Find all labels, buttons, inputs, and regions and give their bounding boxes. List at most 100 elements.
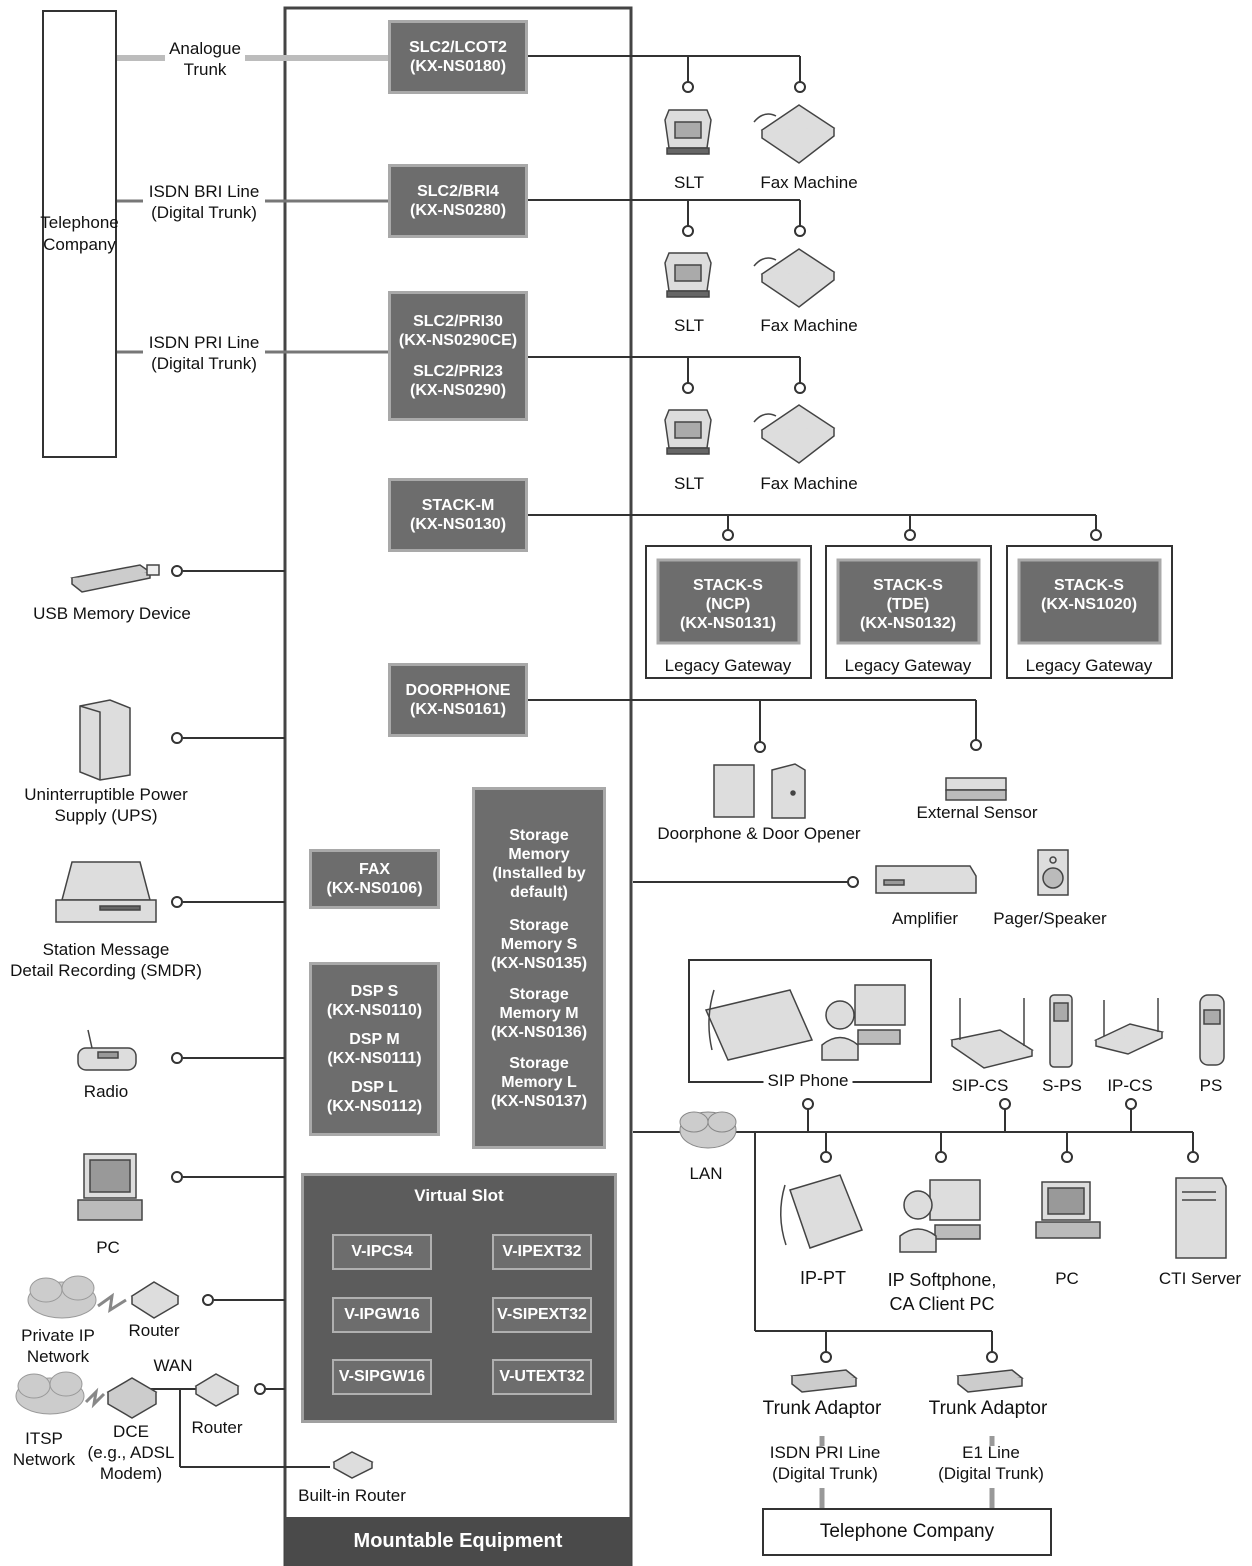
card-doorphone: DOORPHONE (KX-NS0161) <box>388 663 528 737</box>
pri-line2: (Digital Trunk) <box>151 354 257 373</box>
speaker-icon <box>1037 849 1069 896</box>
fax-machine-label: Fax Machine <box>760 173 858 192</box>
private-ip-line1: Private IP <box>21 1326 95 1345</box>
stack-model: (KX-NS0131) <box>679 615 777 632</box>
fax-machine-icon <box>753 104 836 464</box>
storage-m: Storage <box>509 985 569 1003</box>
wan-label: WAN <box>153 1356 193 1375</box>
stack-type: (TDE) <box>886 596 930 613</box>
dce-line2: (e.g., ADSL <box>87 1443 175 1462</box>
card-name: SLC2/LCOT2 <box>409 39 507 56</box>
slt-label: SLT <box>674 173 704 192</box>
stack-s-ncp: STACK-S (NCP) (KX-NS0131) <box>680 576 776 633</box>
sip-phone-icon <box>704 984 906 1061</box>
ta2-line-label: E1 Line (Digital Trunk) <box>938 1442 1044 1484</box>
card-slc-lcot2: SLC2/LCOT2 (KX-NS0180) <box>388 20 528 94</box>
router-label: Router <box>191 1418 243 1437</box>
card-name: SLC2/BRI4 <box>417 183 499 200</box>
ta2-line2: (Digital Trunk) <box>938 1464 1044 1483</box>
dsp-m: DSP M <box>349 1031 400 1048</box>
v-ipext32: V-IPEXT32 <box>492 1234 592 1270</box>
radio-label: Radio <box>83 1082 129 1101</box>
pc-icon <box>1035 1181 1101 1239</box>
left-telephone-company: Telephone Company <box>40 10 119 458</box>
bri-line1: ISDN BRI Line <box>148 182 260 201</box>
card-name: STACK-M <box>421 497 495 514</box>
storage-s-model: (KX-NS0135) <box>490 954 588 972</box>
analogue-line2: Trunk <box>183 60 227 79</box>
bri-line2: (Digital Trunk) <box>151 203 257 222</box>
mountable-frame <box>283 6 633 1566</box>
ta1-line1: ISDN PRI Line <box>769 1443 881 1462</box>
mountable-equipment-label: Mountable Equipment <box>285 1517 631 1566</box>
doorphone-opener-label: Doorphone & Door Opener <box>657 824 861 843</box>
storage-m-model: (KX-NS0136) <box>490 1023 588 1041</box>
card-model: (KX-NS0180) <box>409 58 507 75</box>
stack-name: STACK-S <box>873 577 943 594</box>
card-name: DOORPHONE <box>405 682 511 699</box>
card-model: (KX-NS0290CE) <box>398 332 518 349</box>
softphone-label: IP Softphone, CA Client PC <box>888 1268 997 1316</box>
storage-default: Storage <box>509 826 569 844</box>
trunk-adaptor-label: Trunk Adaptor <box>762 1398 882 1419</box>
analogue-line1: Analogue <box>169 39 241 58</box>
storage-l: Storage <box>509 1054 569 1072</box>
v-ipgw16: V-IPGW16 <box>332 1297 432 1333</box>
card-name: SLC2/PRI30 <box>413 313 503 330</box>
dsp-l-model: (KX-NS0112) <box>326 1098 423 1115</box>
smdr-label: Station Message Detail Recording (SMDR) <box>10 939 202 981</box>
itsp-line1: ITSP <box>25 1429 63 1448</box>
ps-label: PS <box>1199 1076 1223 1095</box>
card-name: SLC2/PRI23 <box>413 363 503 380</box>
dce-line1: DCE <box>113 1422 149 1441</box>
sip-cs-label: SIP-CS <box>951 1076 1009 1095</box>
card-slc-bri4: SLC2/BRI4 (KX-NS0280) <box>388 164 528 238</box>
dsp-s: DSP S <box>350 983 399 1000</box>
smdr-line2: Detail Recording (SMDR) <box>10 961 202 980</box>
slt-label: SLT <box>674 316 704 335</box>
storage-l-2: Memory L <box>501 1073 577 1091</box>
legacy-gateway-label: Legacy Gateway <box>1021 656 1157 676</box>
ta1-line-label: ISDN PRI Line (Digital Trunk) <box>770 1442 881 1484</box>
left-telco-line1: Telephone <box>40 213 119 232</box>
stack-s-ns1020: STACK-S (KX-NS1020) <box>1041 576 1137 614</box>
stack-model: (KX-NS0132) <box>859 615 957 632</box>
card-model: (KX-NS0280) <box>409 202 507 219</box>
pri-line1: ISDN PRI Line <box>148 333 260 352</box>
itsp-cloud-icon <box>15 1371 85 1415</box>
lan-label: LAN <box>689 1164 723 1183</box>
pc-left-icon <box>77 1153 143 1221</box>
itsp-label: ITSP Network <box>13 1428 75 1470</box>
card-model: (KX-NS0130) <box>409 516 507 533</box>
trunk-adaptor-label: Trunk Adaptor <box>928 1398 1048 1419</box>
s-ps-label: S-PS <box>1042 1076 1082 1095</box>
left-telco-line2: Company <box>43 235 116 254</box>
softphone-line1: IP Softphone, <box>887 1270 997 1290</box>
card-fax: FAX (KX-NS0106) <box>309 849 440 909</box>
external-sensor-label: External Sensor <box>916 803 1038 822</box>
card-storage-memory: Storage Memory (Installed by default) St… <box>472 787 606 1149</box>
amplifier-label: Amplifier <box>891 909 959 928</box>
ups-line2: Supply (UPS) <box>54 806 158 825</box>
private-ip-cloud-icon <box>27 1275 97 1319</box>
dce-modem-icon <box>106 1377 158 1419</box>
v-sipgw16: V-SIPGW16 <box>332 1359 432 1395</box>
card-slc-pri: SLC2/PRI30 (KX-NS0290CE) SLC2/PRI23 (KX-… <box>388 291 528 421</box>
storage-l-model: (KX-NS0137) <box>490 1092 588 1110</box>
ups-icon <box>79 699 131 781</box>
legacy-gateway-label: Legacy Gateway <box>660 656 796 676</box>
dce-label: DCE (e.g., ADSL Modem) <box>88 1421 175 1484</box>
smdr-printer-icon <box>55 861 157 923</box>
card-model: (KX-NS0161) <box>409 701 507 718</box>
card-stack-m: STACK-M (KX-NS0130) <box>388 478 528 552</box>
pri-trunk-label: ISDN PRI Line (Digital Trunk) <box>149 332 260 374</box>
legacy-gateway-label: Legacy Gateway <box>840 656 976 676</box>
usb-memory-label: USB Memory Device <box>33 604 191 623</box>
pager-speaker-label: Pager/Speaker <box>993 909 1107 928</box>
storage-default-2: Memory <box>508 845 570 863</box>
doorphone-icon <box>713 763 806 819</box>
virtual-slot: Virtual Slot V-IPCS4 V-IPEXT32 V-IPGW16 … <box>301 1173 617 1423</box>
lan-cloud-icon <box>679 1111 737 1149</box>
dce-line3: Modem) <box>99 1464 163 1483</box>
